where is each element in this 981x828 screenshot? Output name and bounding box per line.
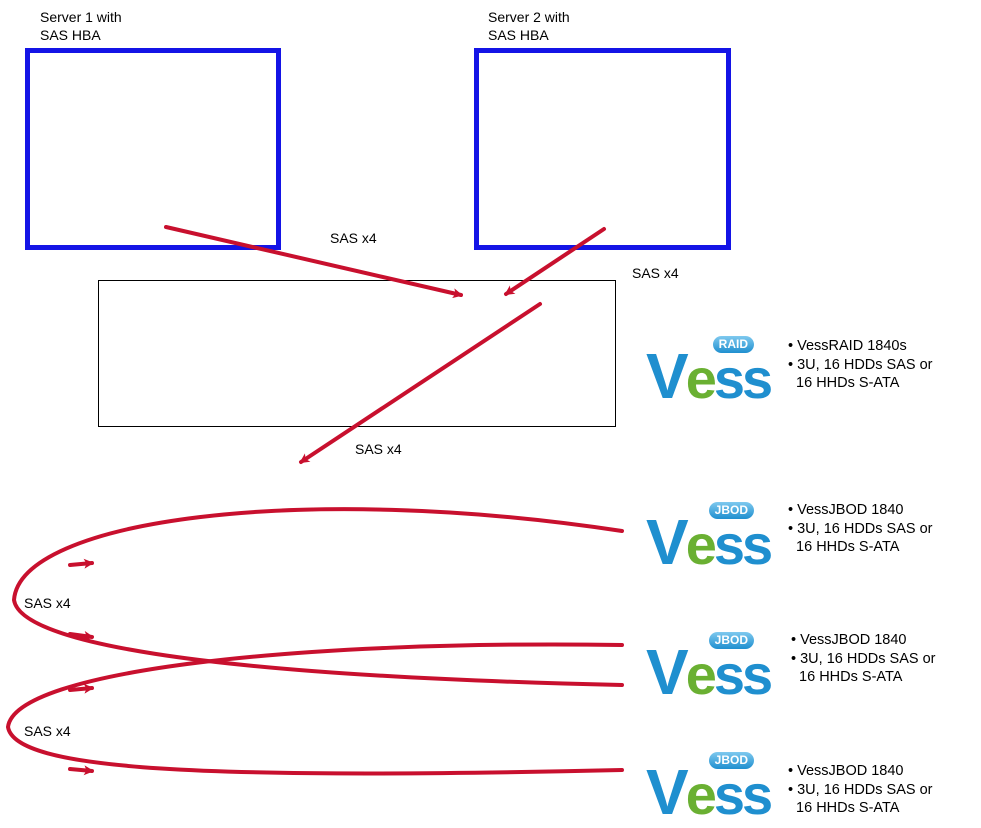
server-2-box (474, 48, 731, 250)
unit-2-line-2: • 3U, 16 HDDs SAS or (791, 650, 936, 667)
arrow-jbod1-to-jbod2 (11, 507, 624, 687)
vess-jbod-logo: JBOD Vess (642, 502, 773, 575)
arrowhead-jbod1-lower (68, 630, 94, 641)
unit-2-specs: • VessJBOD 1840 • 3U, 16 HDDs SAS or 16 … (791, 631, 935, 687)
server-2-label-line1: Server 2 with (488, 9, 570, 25)
unit-1-line-2: • 3U, 16 HDDs SAS or (788, 520, 933, 537)
unit-1-line-1: • VessJBOD 1840 (788, 502, 904, 518)
sas-label-server1: SAS x4 (330, 230, 377, 246)
vess-wordmark: Vess (646, 340, 773, 412)
jbod-badge: JBOD (708, 752, 754, 769)
arrowhead-jbod1-upper (68, 558, 94, 569)
vess-jbod-logo: JBOD Vess (642, 752, 773, 825)
raid-badge: RAID (712, 336, 754, 353)
server-1-box (25, 48, 281, 250)
vess-jbod-logo: JBOD Vess (642, 632, 773, 705)
server-1-label-line1: Server 1 with (40, 9, 122, 25)
unit-0-line-3: 16 HHDs S-ATA (788, 375, 900, 391)
arrow-server2-to-raid (504, 227, 606, 296)
unit-0-line-2: • 3U, 16 HDDs SAS or (788, 356, 933, 373)
jbod-badge: JBOD (708, 632, 754, 649)
vess-wordmark: Vess (646, 756, 773, 828)
unit-0-line-1: • VessRAID 1840s (788, 338, 907, 354)
unit-1-line-3: 16 HHDs S-ATA (788, 539, 900, 555)
unit-1-specs: • VessJBOD 1840 • 3U, 16 HDDs SAS or 16 … (788, 501, 932, 557)
arrowhead-jbod2-lower (68, 765, 94, 776)
sas-label-raid-jbod: SAS x4 (355, 441, 402, 457)
unit-3-specs: • VessJBOD 1840 • 3U, 16 HDDs SAS or 16 … (788, 762, 932, 818)
sas-label-jbod1-jbod2: SAS x4 (24, 595, 71, 611)
vess-wordmark: Vess (646, 506, 773, 578)
vess-wordmark: Vess (646, 636, 773, 708)
server-1-label: Server 1 with SAS HBA (40, 8, 122, 44)
unit-3-line-2: • 3U, 16 HDDs SAS or (788, 781, 933, 798)
arrow-raid-to-jbod (299, 302, 542, 464)
arrowhead-jbod2-upper (68, 683, 94, 694)
jbod-badge: JBOD (708, 502, 754, 519)
server-2-label-line2: SAS HBA (488, 27, 549, 43)
arrow-server1-to-raid (164, 225, 463, 299)
sas-label-server2: SAS x4 (632, 265, 679, 281)
unit-3-line-3: 16 HHDs S-ATA (788, 800, 900, 816)
server-2-label: Server 2 with SAS HBA (488, 8, 570, 44)
unit-0-specs: • VessRAID 1840s • 3U, 16 HDDs SAS or 16… (788, 337, 932, 393)
server-1-label-line2: SAS HBA (40, 27, 101, 43)
arrow-jbod2-to-jbod3 (5, 642, 624, 776)
unit-3-line-1: • VessJBOD 1840 (788, 763, 904, 779)
unit-2-line-3: 16 HHDs S-ATA (791, 669, 903, 685)
sas-label-jbod2-jbod3: SAS x4 (24, 723, 71, 739)
vess-raid-logo: RAID Vess (642, 336, 773, 409)
unit-2-line-1: • VessJBOD 1840 (791, 632, 907, 648)
